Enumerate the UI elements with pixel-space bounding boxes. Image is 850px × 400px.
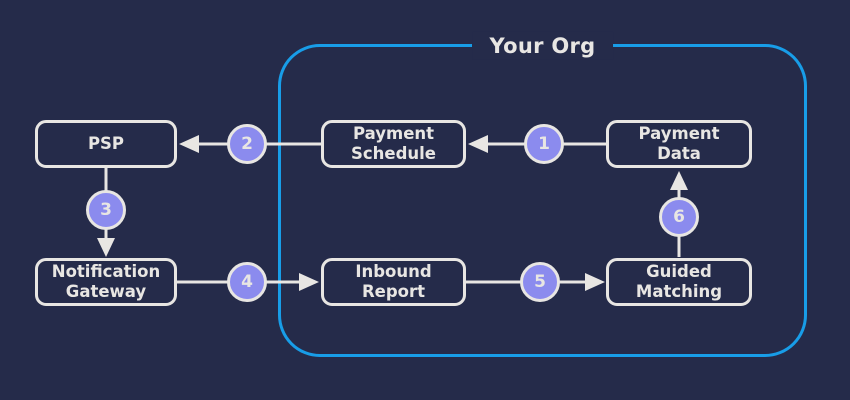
step-badge-2: 2 — [227, 124, 267, 164]
your-org-container: Your Org — [278, 31, 807, 357]
node-payment-data-label: Payment Data — [638, 123, 720, 163]
step-badge-6: 6 — [659, 197, 699, 237]
your-org-title: Your Org — [471, 31, 614, 60]
node-guided-matching-label: Guided Matching — [635, 261, 723, 301]
node-notification-gateway: Notification Gateway — [35, 258, 177, 306]
node-inbound-report: Inbound Report — [321, 258, 466, 306]
node-notification-gateway-label: Notification Gateway — [51, 261, 161, 301]
step-badge-3: 3 — [86, 190, 126, 230]
step-badge-5: 5 — [520, 262, 560, 302]
node-payment-data: Payment Data — [606, 120, 752, 168]
node-guided-matching: Guided Matching — [606, 258, 752, 306]
step-badge-1: 1 — [524, 124, 564, 164]
node-inbound-report-label: Inbound Report — [355, 261, 432, 301]
node-psp: PSP — [35, 120, 177, 168]
node-payment-schedule-label: Payment Schedule — [350, 123, 436, 163]
node-payment-schedule: Payment Schedule — [321, 120, 466, 168]
step-badge-4: 4 — [227, 262, 267, 302]
node-psp-label: PSP — [87, 133, 125, 153]
